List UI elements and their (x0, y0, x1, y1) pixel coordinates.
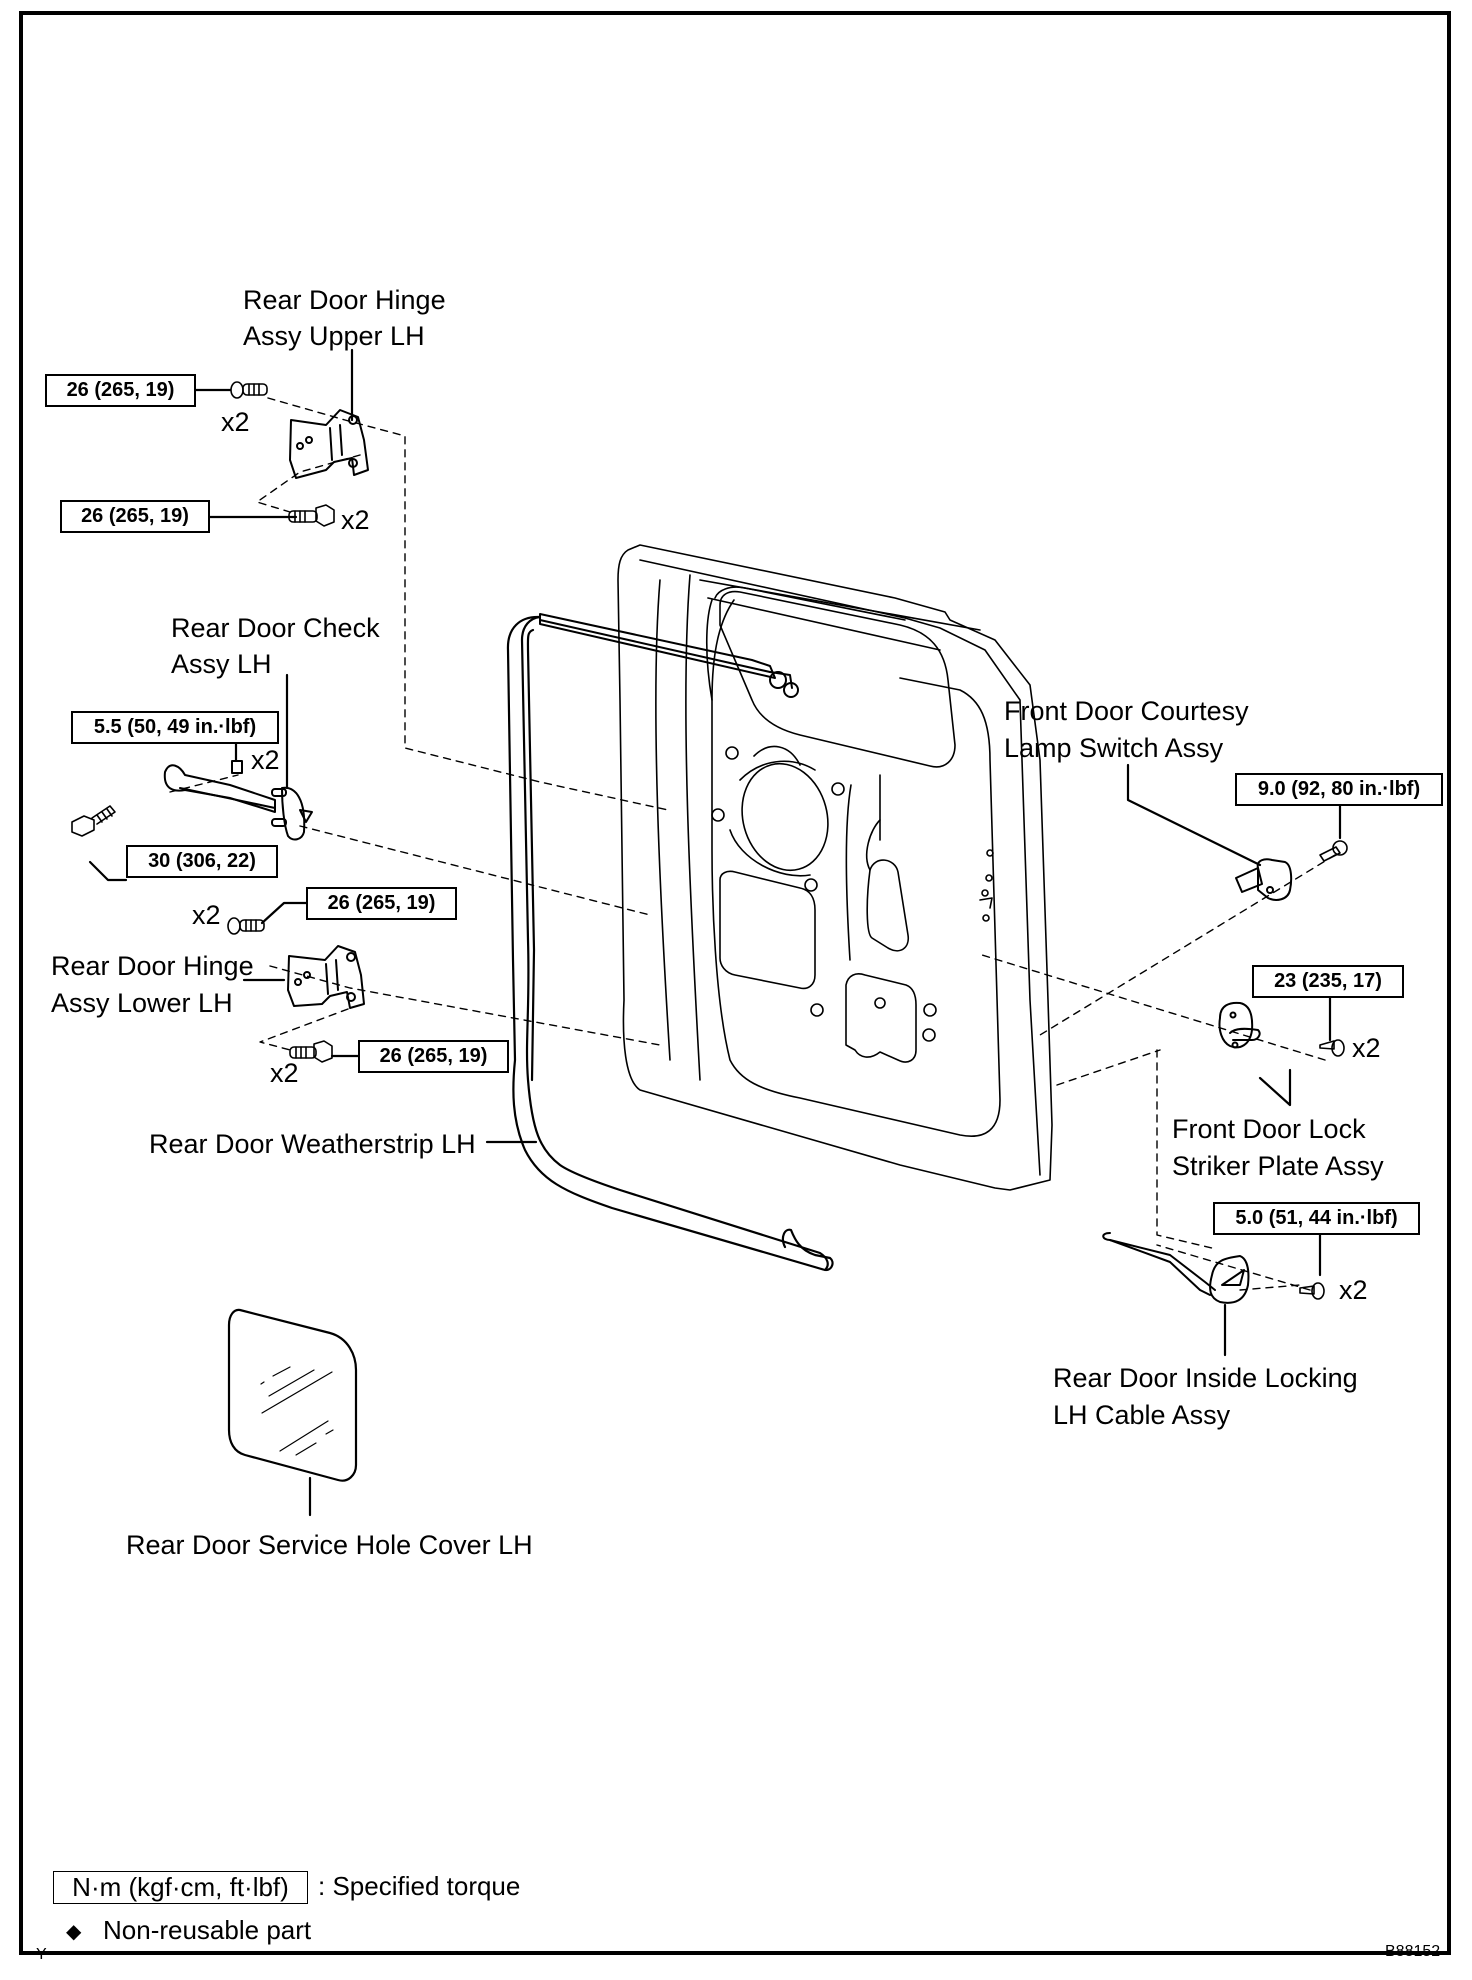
legend-torque-desc: : Specified torque (318, 1871, 521, 1901)
label-striker-line2: Striker Plate Assy (1172, 1151, 1384, 1181)
label-lock-cable-line1: Rear Door Inside Locking (1053, 1363, 1358, 1393)
window-channel (539, 613, 799, 698)
qty-striker: x2 (1352, 1033, 1381, 1063)
assembly-guide-lines (169, 397, 1336, 1291)
label-hinge-upper-line1: Rear Door Hinge (243, 285, 446, 315)
check-bolt (71, 805, 116, 837)
legend-torque-unit-box: N·m (kgf·cm, ft·lbf) (53, 1871, 308, 1904)
torque-hinge-upper-2: 26 (265, 19) (60, 500, 210, 533)
lock-cable-part (1102, 1232, 1250, 1304)
door-check-part (163, 760, 313, 841)
striker-part (1218, 1001, 1261, 1049)
bolt-upper-2 (288, 504, 335, 527)
torque-check-small: 5.5 (50, 49 in.·lbf) (71, 711, 279, 744)
lower-hinge-part (287, 945, 365, 1009)
bolt-lower-1 (227, 917, 265, 935)
label-striker-line1: Front Door Lock (1172, 1114, 1366, 1144)
weatherstrip-part (506, 615, 834, 1272)
upper-hinge-part (289, 409, 369, 479)
torque-courtesy-switch: 9.0 (92, 80 in.·lbf) (1235, 773, 1443, 806)
qty-hinge-lower-2: x2 (270, 1058, 299, 1088)
leader-lines (88, 348, 1342, 1517)
courtesy-switch-bolt (1319, 840, 1348, 862)
bolt-lower-2 (289, 1040, 333, 1063)
service-hole-cover-part (227, 1308, 358, 1482)
torque-hinge-upper-1: 26 (265, 19) (45, 374, 196, 407)
torque-lock-cable: 5.0 (51, 44 in.·lbf) (1213, 1202, 1420, 1235)
bolt-upper-1 (230, 381, 268, 399)
torque-hinge-lower-2: 26 (265, 19) (358, 1040, 509, 1073)
label-check-line2: Assy LH (171, 649, 272, 679)
qty-hinge-lower-1: x2 (192, 900, 221, 930)
label-lock-cable-line2: LH Cable Assy (1053, 1400, 1231, 1430)
torque-check-bolt: 30 (306, 22) (126, 845, 278, 878)
lock-cable-screw (1299, 1282, 1325, 1300)
diagram-frame (19, 11, 1451, 1955)
label-weatherstrip: Rear Door Weatherstrip LH (149, 1129, 476, 1159)
door-inner-panel (617, 544, 1053, 1191)
label-hinge-lower-line2: Assy Lower LH (51, 988, 233, 1018)
nonreusable-diamond-icon: ◆ (66, 1921, 82, 1943)
qty-hinge-upper-1: x2 (221, 407, 250, 437)
qty-lock-cable: x2 (1339, 1275, 1368, 1305)
label-courtesy-line2: Lamp Switch Assy (1004, 733, 1224, 763)
striker-screw (1319, 1039, 1345, 1057)
label-hinge-upper-line2: Assy Upper LH (243, 321, 425, 351)
legend-nonreusable-desc: Non-reusable part (103, 1915, 312, 1945)
label-check-line1: Rear Door Check (171, 613, 380, 643)
label-courtesy-line1: Front Door Courtesy (1004, 696, 1249, 726)
torque-striker: 23 (235, 17) (1252, 965, 1404, 998)
torque-hinge-lower-1: 26 (265, 19) (306, 887, 457, 920)
figure-id: B88152 (1385, 1943, 1441, 1960)
qty-check-small: x2 (251, 745, 280, 775)
label-service-cover: Rear Door Service Hole Cover LH (126, 1530, 533, 1560)
corner-mark: Y (36, 1946, 47, 1963)
label-hinge-lower-line1: Rear Door Hinge (51, 951, 254, 981)
qty-hinge-upper-2: x2 (341, 505, 370, 535)
courtesy-switch-part (1235, 858, 1293, 901)
